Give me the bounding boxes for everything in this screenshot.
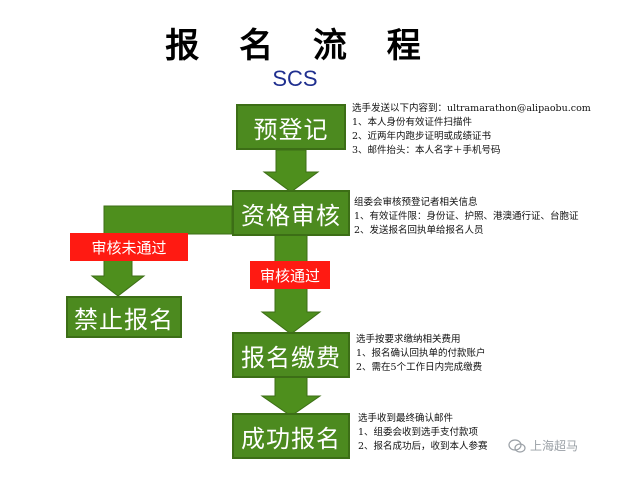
note-line: 2、近两年内跑步证明或成绩证书 [352,131,492,142]
note-line: 1、报名确认回执单的付款账户 [356,348,486,359]
note-line: 2、发送报名回执单给报名人员 [354,225,484,236]
decision-pass-label: 审核通过 [259,266,320,285]
step-forbidden: 禁止报名 [66,296,182,338]
step-review-label: 资格审核 [241,201,341,230]
page-title: 报 名 流 程 [165,26,435,66]
page-subtitle: SCS [272,66,318,91]
arrow-pay-to-success [260,374,322,417]
note-line: 选手发送以下内容到：ultramarathon@alipaobu.com [352,103,591,114]
decision-fail: 审核未通过 [70,233,188,261]
step-pay: 报名缴费 [232,332,350,378]
note-line: 2、报名成功后，收到本人参赛 [358,441,488,452]
step-success: 成功报名 [232,413,350,459]
watermark-text: 上海超马 [530,439,579,453]
step-forbidden-label: 禁止报名 [74,305,174,334]
note-line: 1、本人身份有效证件扫描件 [352,117,473,128]
step-success-label: 成功报名 [241,424,341,453]
note-line: 组委会审核预登记者相关信息 [354,197,478,208]
step-preregister: 预登记 [236,104,346,150]
chat-bubble-icon [508,438,526,453]
note-line: 2、需在5个工作日内完成缴费 [356,362,483,373]
decision-fail-label: 审核未通过 [91,238,167,257]
note-preregister: 选手发送以下内容到：ultramarathon@alipaobu.com 1、本… [352,102,591,158]
step-pay-label: 报名缴费 [241,343,341,372]
note-line: 3、邮件抬头：本人名字＋手机号码 [352,145,501,156]
step-review: 资格审核 [232,190,350,236]
step-preregister-label: 预登记 [253,115,329,144]
note-review: 组委会审核预登记者相关信息 1、有效证件限：身份证、护照、港澳通行证、台胞证 2… [354,196,579,238]
note-line: 选手收到最终确认邮件 [358,413,454,424]
note-pay: 选手按要求缴纳相关费用 1、报名确认回执单的付款账户 2、需在5个工作日内完成缴… [356,333,486,375]
arrow-preregister-to-review [262,149,320,193]
decision-pass: 审核通过 [250,261,330,289]
note-line: 1、组委会收到选手支付款项 [358,427,479,438]
watermark: 上海超马 [508,437,578,454]
note-line: 1、有效证件限：身份证、护照、港澳通行证、台胞证 [354,211,579,222]
note-line: 选手按要求缴纳相关费用 [356,334,461,345]
note-success: 选手收到最终确认邮件 1、组委会收到选手支付款项 2、报名成功后，收到本人参赛 [358,412,488,454]
